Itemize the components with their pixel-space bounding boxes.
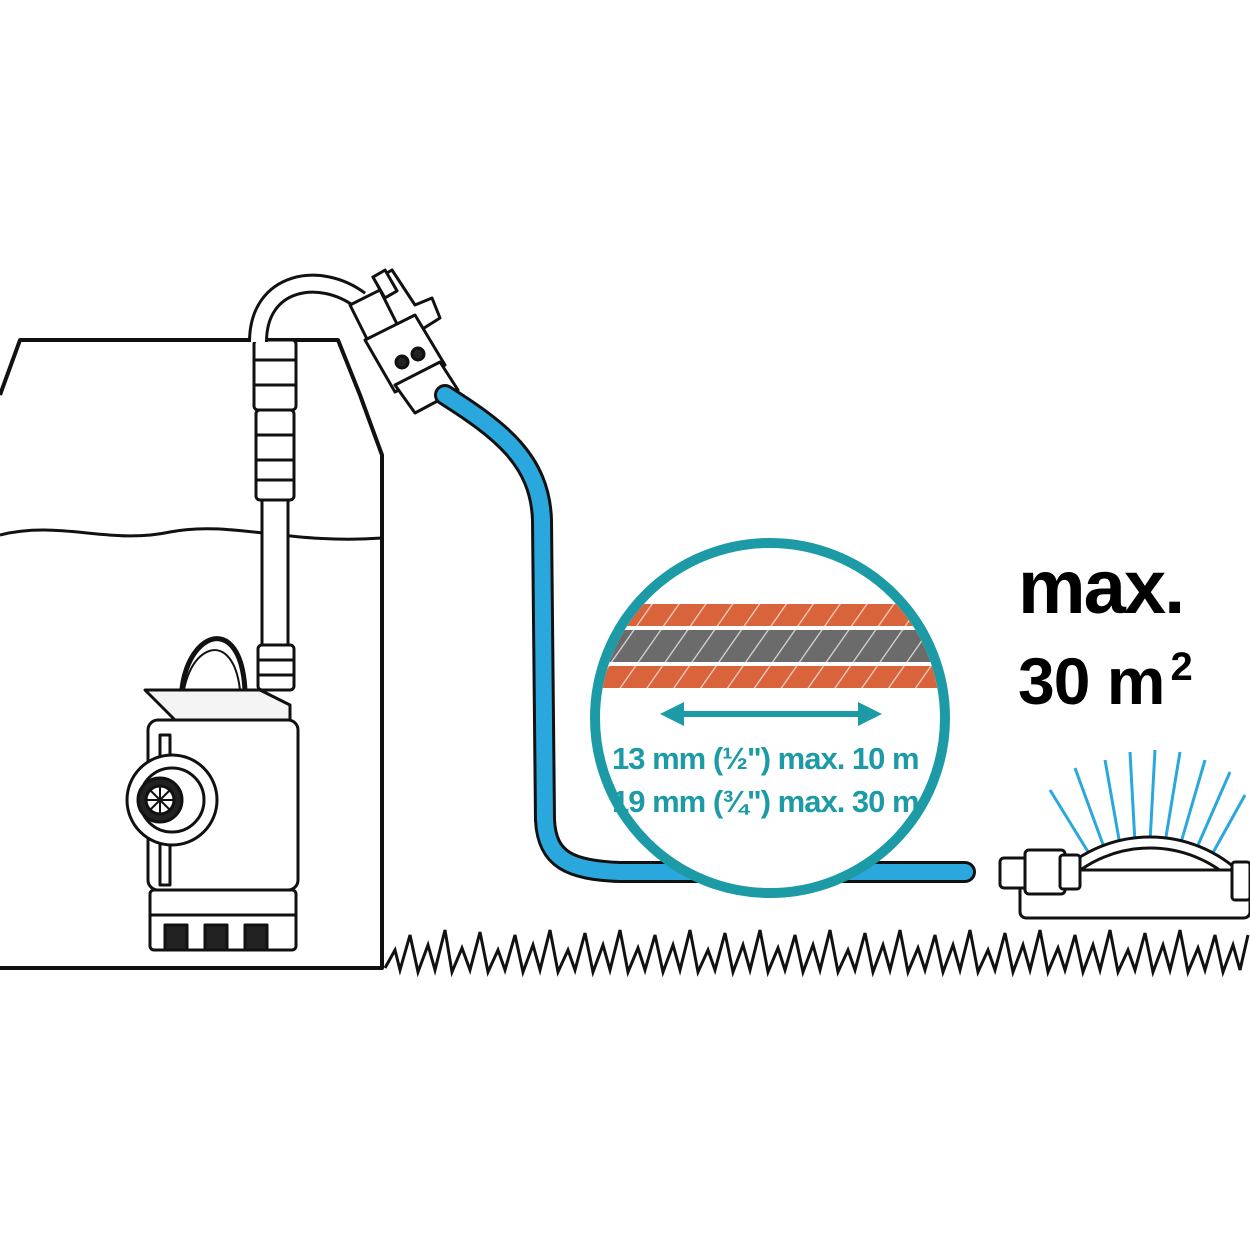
rain-barrel-icon bbox=[0, 338, 384, 970]
coverage-word: max. bbox=[1018, 545, 1185, 630]
length-arrow-icon bbox=[660, 702, 882, 726]
hose-spec-13mm: 13 mm (½") max. 10 m bbox=[612, 741, 920, 776]
sprinkler-icon bbox=[998, 749, 1250, 920]
grass-icon bbox=[383, 929, 1250, 978]
coverage-value: 30 m bbox=[1018, 644, 1165, 718]
hose-cross-section-icon bbox=[590, 538, 950, 898]
submersible-pump-icon bbox=[125, 273, 366, 952]
coverage-unit-exponent: 2 bbox=[1170, 645, 1192, 689]
tap-valve-icon bbox=[348, 268, 460, 415]
hose-spec-19mm: 19 mm (¾") max. 30 m bbox=[612, 784, 920, 819]
